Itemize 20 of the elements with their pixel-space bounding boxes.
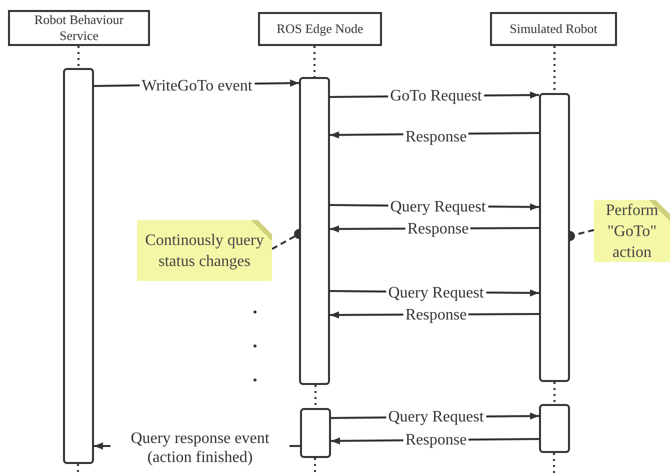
lifeline bbox=[554, 382, 556, 404]
lifeline-header: Robot Behaviour Service bbox=[8, 10, 150, 46]
edge-label: Query Request bbox=[388, 198, 488, 216]
lifeline bbox=[554, 46, 556, 93]
edge-label: Query Request bbox=[386, 408, 486, 426]
activation-bar bbox=[299, 77, 330, 385]
activation-bar bbox=[300, 408, 331, 458]
edge-label: Query Request bbox=[386, 284, 486, 302]
edge-label: GoTo Request bbox=[388, 86, 484, 106]
note: Continously query status changes bbox=[137, 220, 272, 281]
note: Perform "GoTo" action bbox=[594, 200, 670, 262]
lifeline bbox=[78, 46, 80, 68]
edge-label: Query response event (action finished) bbox=[110, 429, 290, 467]
lifeline-header: ROS Edge Node bbox=[258, 12, 382, 46]
lifeline bbox=[314, 385, 316, 408]
activation-bar bbox=[63, 68, 94, 464]
activation-bar bbox=[539, 93, 570, 382]
activation-bar bbox=[539, 404, 570, 453]
lifeline-header: Simulated Robot bbox=[490, 12, 617, 46]
lifeline bbox=[314, 46, 316, 77]
